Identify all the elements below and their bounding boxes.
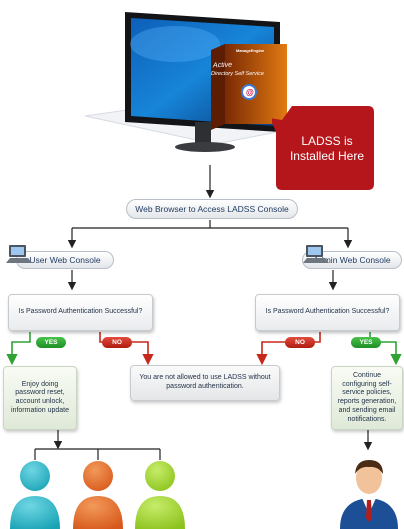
admin-result-box: Continue configuring self-service polici… — [331, 366, 403, 430]
callout-line2: Installed Here — [289, 149, 365, 163]
denied-result-box: You are not allowed to use LADSS without… — [130, 365, 280, 401]
callout-shape — [272, 106, 374, 190]
admin-console-node: Admin Web Console — [302, 251, 402, 269]
box-title-line1: Active — [212, 61, 233, 70]
no-badge-left: NO — [102, 337, 132, 348]
user-icon-teal — [10, 461, 60, 529]
computer-icon — [6, 245, 32, 263]
user-console-node: User Web Console — [16, 251, 114, 269]
admin-icon — [340, 460, 398, 529]
box-brand: ManageEngine — [236, 48, 265, 53]
user-group — [10, 461, 185, 529]
yes-badge-right: YES — [351, 337, 381, 348]
monitor-illustration: @ — [84, 12, 331, 152]
user-icon-green — [135, 461, 185, 529]
callout-text: LADSS is Installed Here — [280, 134, 374, 164]
computer-icon — [303, 245, 329, 263]
yes-badge-left: YES — [36, 337, 66, 348]
question-right: Is Password Authentication Successful? — [255, 294, 400, 331]
question-left: Is Password Authentication Successful? — [8, 294, 153, 331]
callout-line1: LADSS is — [301, 134, 353, 148]
at-sign-icon — [241, 84, 257, 100]
user-icon-orange — [73, 461, 123, 529]
left-yes-arrow — [6, 332, 31, 366]
user-result-box: Enjoy doing password reset, account unlo… — [3, 366, 77, 430]
no-badge-right: NO — [285, 337, 315, 348]
svg-text:@: @ — [246, 88, 254, 97]
box-title-line2: Directory Self Service — [211, 71, 264, 77]
browser-node: Web Browser to Access LADSS Console — [126, 199, 298, 219]
